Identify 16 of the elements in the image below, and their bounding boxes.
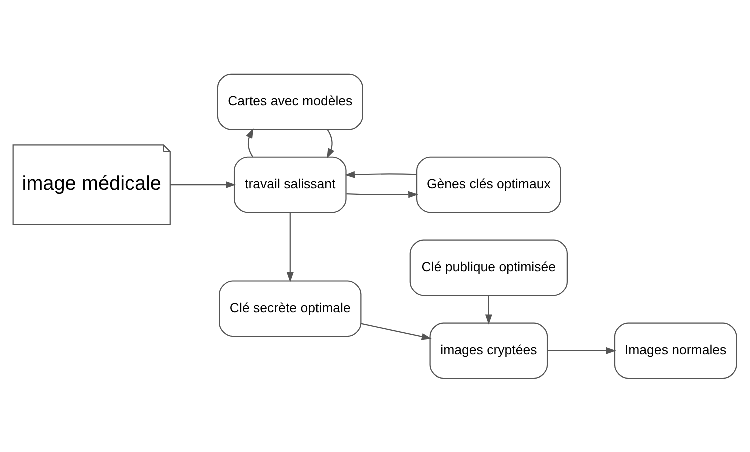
node-box: Clé publique optimisée [410,239,568,296]
arrow [286,212,294,282]
node-box: Cartes avec modèles [217,73,364,130]
arrow [548,346,616,354]
node-box: Gènes clés optimaux [416,156,562,213]
arrow [346,190,419,198]
arrow [246,128,254,157]
arrow [361,322,432,340]
arrow [170,181,236,188]
node-box: images cryptées [430,322,548,379]
arrow [327,129,335,158]
arrow [485,295,492,324]
node-box: Images normales [614,322,738,379]
arrow [345,170,417,178]
node-box: Clé secrète optimale [219,280,362,337]
node-box: travail salissant [234,156,347,213]
